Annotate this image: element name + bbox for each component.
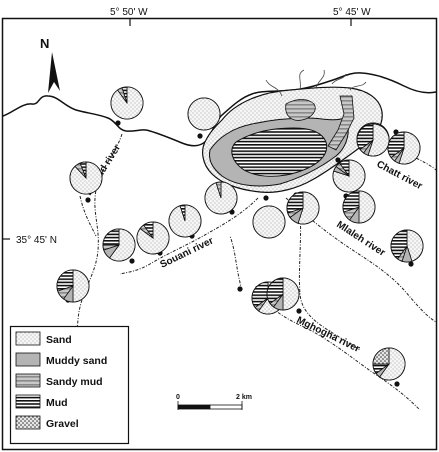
pie-slice-mud — [179, 204, 186, 222]
sample-point — [129, 258, 135, 264]
station-s3 — [69, 161, 103, 203]
pie-slice-mud — [390, 229, 408, 260]
lon-label-left: 5° 50' W — [110, 7, 148, 18]
station-s7 — [168, 204, 202, 239]
pie-slice-mud — [56, 269, 74, 292]
pie-slice-mud — [102, 228, 120, 246]
legend-swatch-muddy-sand — [15, 352, 41, 367]
lagoon-mud-zone — [231, 127, 328, 177]
lagoon-sandy-mud-channel — [327, 95, 355, 151]
pie-slice-sand — [406, 229, 424, 262]
pie-slice-mud — [266, 277, 284, 304]
legend-label-mud: Mud — [46, 397, 68, 409]
lagoon-sandy-mud-zone — [285, 99, 316, 121]
station-s18 — [372, 347, 406, 387]
sample-point — [335, 157, 341, 163]
station-s19 — [356, 123, 390, 157]
legend-swatch-mud — [15, 394, 41, 409]
legend-label-muddy-sand: Muddy sand — [46, 355, 107, 367]
mghogha-upper-line — [229, 235, 243, 291]
legend-label-gravel: Gravel — [46, 418, 79, 430]
legend: Sand Muddy sand Sandy mud Mud Gravel — [9, 325, 130, 445]
sample-point — [408, 261, 414, 267]
station-s8 — [204, 181, 238, 215]
pie-slice-mud — [387, 131, 405, 158]
pie-slice-sandy-mud — [215, 181, 222, 199]
station-s15 — [390, 229, 424, 267]
scale-label-start: 0 — [176, 394, 180, 401]
north-arrow-label: N — [40, 36, 49, 51]
souani-river-line — [119, 197, 259, 275]
station-s6 — [136, 221, 170, 256]
lagoon-sediment — [202, 69, 383, 193]
station-s14 — [342, 190, 376, 224]
station-s4 — [102, 228, 136, 264]
pie-slice-sand — [282, 277, 300, 311]
station-s13 — [387, 129, 421, 165]
lihoud-tributary-line — [79, 195, 97, 237]
pie-slice-mud — [143, 221, 154, 240]
sample-point — [237, 286, 243, 292]
scale-bar: 0 2 km — [176, 394, 252, 410]
pie-slice-mud — [342, 190, 360, 213]
pie-slice-mud — [121, 86, 128, 104]
sample-point — [394, 381, 400, 387]
lagoon-channels — [265, 69, 367, 97]
legend-swatch-gravel — [15, 415, 41, 430]
pie-slice-sand — [252, 205, 286, 239]
sample-point — [115, 120, 121, 126]
scale-label-end: 2 km — [236, 394, 252, 401]
sample-point — [296, 308, 302, 314]
station-s11 — [332, 157, 366, 193]
pie-slice-mud — [251, 281, 269, 308]
lon-label-right: 5° 45' W — [333, 7, 371, 18]
pie-slice-mud — [339, 159, 350, 178]
pie-slice-mud — [286, 191, 304, 214]
legend-label-sandy-mud: Sandy mud — [46, 376, 103, 388]
north-arrow-icon — [48, 52, 60, 93]
sample-point — [85, 197, 91, 203]
pie-slice-sand — [358, 190, 376, 224]
pie-slice-sand — [72, 269, 90, 303]
pie-slice-mud — [79, 161, 87, 179]
pie-slice-gravel — [372, 347, 390, 365]
coastline — [2, 72, 437, 147]
legend-swatch-sandy-mud — [15, 373, 41, 388]
legend-label-sand: Sand — [46, 334, 72, 346]
mlaleh-tributary-line — [298, 211, 361, 351]
station-s2 — [187, 97, 221, 139]
sample-point — [197, 133, 203, 139]
legend-swatch-sand — [15, 331, 41, 346]
station-s9 — [252, 195, 286, 239]
pie-slice-sand — [187, 97, 221, 131]
north-arrow: N — [40, 36, 60, 93]
station-s1 — [110, 86, 144, 126]
station-s5 — [56, 269, 90, 303]
station-s10 — [286, 191, 320, 225]
station-pies — [56, 86, 424, 387]
pie-slice-sand — [379, 347, 406, 381]
scale-bar-white — [209, 404, 243, 410]
sample-point — [263, 195, 269, 201]
pie-slice-mud — [356, 123, 374, 150]
scale-bar-black — [177, 404, 211, 410]
lat-label: 35° 45' N — [16, 235, 57, 246]
graticule-ticks — [3, 19, 352, 240]
pie-slice-sand — [109, 228, 136, 262]
station-s17 — [266, 277, 302, 314]
